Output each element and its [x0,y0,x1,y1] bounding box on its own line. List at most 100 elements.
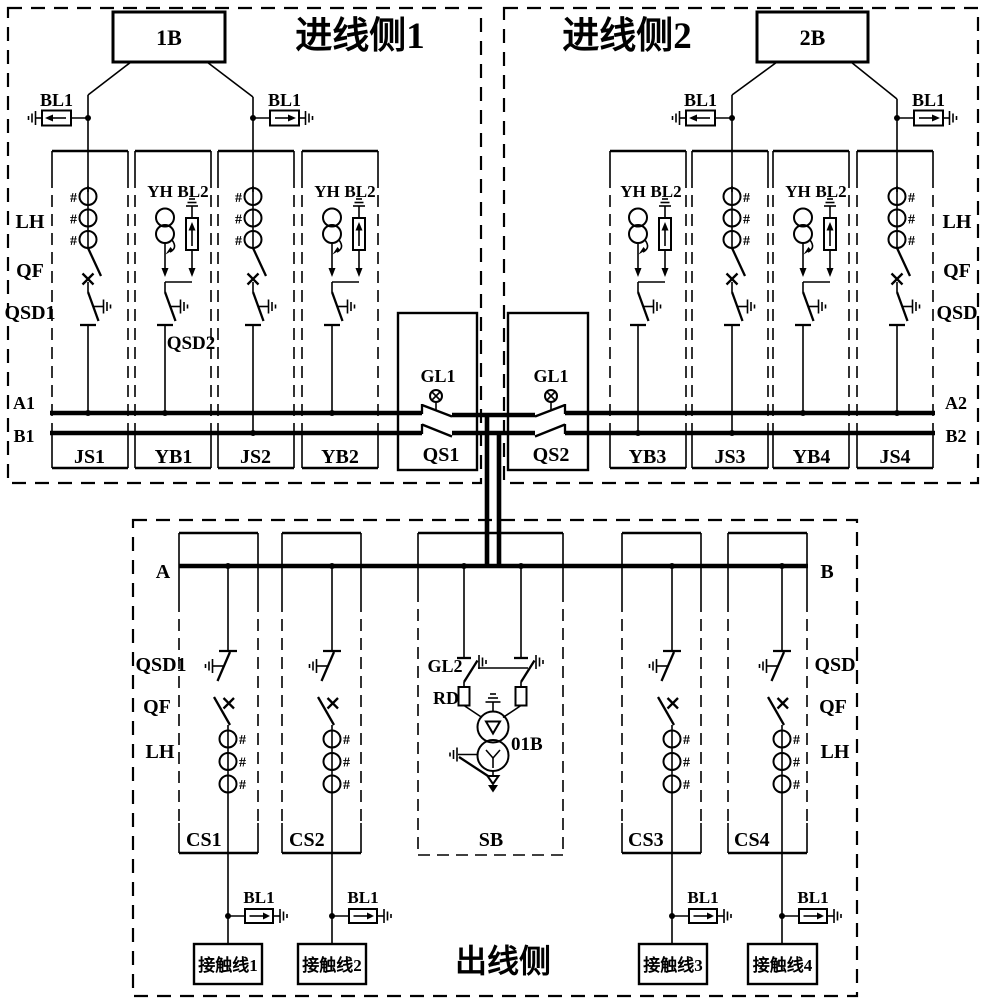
bay-js4-label: JS4 [879,446,910,468]
arrester-symbol [485,775,501,786]
margin-qf-label: QF [143,696,171,718]
transformer-01b-winding-1 [476,710,510,744]
bl1-fuse-symbol [29,90,92,126]
bay-box-js1 [50,149,130,470]
bay-cs3-symbols [650,651,732,944]
bl1-fuse-symbol [894,90,957,126]
qsd2-label: QSD2 [167,333,216,354]
bay-box-sb [417,531,564,856]
bay-box-js3 [690,149,770,470]
transformer-2b-box [755,10,870,64]
margin-qf-label: QF [819,696,847,718]
bl1-fuse-symbol [250,90,313,126]
margin-qf-label: QF [16,260,44,282]
gl1-label: GL1 [533,366,568,386]
bay-yb2-symbols [314,182,375,325]
margin-lh-label: LH [146,741,175,763]
gl1-label: GL1 [420,366,455,386]
coupler-qs1-label: QS1 [423,444,460,466]
bay-js2-symbols [245,186,276,325]
bay-cs4-label: CS4 [734,829,770,851]
bay-yb2-label: YB2 [321,446,359,468]
incoming-1-feed-lines [87,61,254,192]
coupler-qs2-switches [533,388,567,438]
bay-yb4-symbols [785,182,846,325]
margin-lh-label: LH [821,741,850,763]
bay-yb3-label: YB3 [629,446,667,468]
feeder-4-label: 接触线4 [753,955,813,975]
incoming-2-feed-lines [731,61,898,192]
incoming-side-2: 进线侧2 2B LH QF QSD [502,6,980,485]
bay-box-cs3 [620,531,703,855]
bay-cs1-label: CS1 [186,829,222,851]
margin-lh-label: LH [943,211,972,233]
coupler-qs2-label: QS2 [533,444,570,466]
bus-a2-label: A2 [945,393,967,413]
bay-box-cs2 [280,531,363,855]
rd-label: RD [433,688,459,708]
coupler-qs1-switches [420,388,454,438]
feeder-1-label: 接触线1 [198,955,258,975]
bay-box-js4 [855,149,935,470]
margin-lh-label: LH [16,211,45,233]
bay-cs2-label: CS2 [289,829,325,851]
gl2-label: GL2 [427,656,462,676]
bay-cs1-symbols [206,651,288,944]
bay-cs2: 接触线2 [296,563,392,986]
bus-a-label: A [156,561,171,583]
earth-plug-symbol [449,746,458,763]
bay-js1-symbols [80,186,111,325]
incoming-side-1: 进线侧1 1B QSD2 LH QF [4,6,483,485]
margin-qsd-label: QSD [936,302,977,324]
margin-qf-label: QF [943,260,971,282]
bay-box-cs1 [177,531,260,855]
margin-qsd-label: QSD [814,654,855,676]
bay-js2-label: JS2 [240,446,271,468]
bus-b2-label: B2 [945,426,966,446]
feeder-3-label: 接触线3 [643,955,703,975]
bay-sb: GL2 RD 01B [427,563,543,793]
bus-coupler-section: GL1 GL1 QS1 QS2 [396,311,590,566]
outgoing-title: 出线侧 [455,943,551,979]
transformer-2b-label: 2B [800,25,826,50]
delta-winding-symbol [484,720,502,736]
bus-a1-label: A1 [13,393,35,413]
bay-cs2-symbols [310,651,392,944]
feeder-1-box [192,942,264,986]
feeder-2-box [296,942,368,986]
incoming-2-border [502,6,980,485]
feeder-2-label: 接触线2 [302,955,362,975]
bl1-fuse-symbol [673,90,736,126]
bus-b-label: B [820,561,833,583]
transformer-1b-box [111,10,227,64]
bus-b1-label: B1 [13,426,34,446]
feeder-4-box [746,942,819,986]
margin-qsd1-label: QSD1 [4,302,55,324]
bay-cs4: 接触线4 [746,563,842,986]
bay-box-cs4 [726,531,809,855]
bay-js4-symbols [889,186,920,325]
bay-js1-label: JS1 [74,446,105,468]
bay-sb-label: SB [479,829,503,851]
bay-cs1: 接触线1 [192,563,288,986]
bay-yb1-symbols [147,182,208,325]
bay-yb1-label: YB1 [155,446,193,468]
outgoing-side: 出线侧 A B 接触线1 接触线2 [131,518,859,998]
bay-box-js2 [216,149,296,470]
incoming-2-title: 进线侧2 [562,15,692,57]
transformer-01b-label: 01B [511,734,543,755]
transformer-1b-label: 1B [156,25,182,50]
bay-cs3: 接触线3 [637,563,732,986]
bay-cs4-symbols [760,651,842,944]
incoming-1-title: 进线侧1 [295,15,425,57]
bay-yb4-label: YB4 [793,446,831,468]
gl2-switch-symbol [514,655,543,706]
feeder-3-box [637,942,709,986]
coupler-qs2-box [506,311,590,472]
margin-qsd1-label: QSD1 [135,654,186,676]
coupler-qs1-box [396,311,479,472]
incoming-1-border [6,6,483,485]
bay-js3-symbols [724,186,755,325]
outgoing-border [131,518,859,998]
